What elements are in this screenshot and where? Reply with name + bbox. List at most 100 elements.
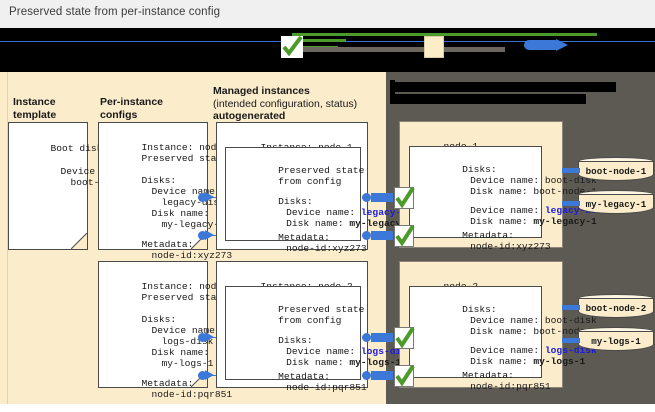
device-name-label: Device name:: [151, 185, 221, 197]
disks-label: Disks:: [462, 303, 497, 315]
metadata-label: Metadata:: [462, 369, 514, 381]
heading-line: Managed instances: [213, 85, 310, 97]
disk-cylinder-boot-node-2[interactable]: boot-node-2: [578, 294, 654, 320]
boot-disk-value: boot-node-1: [533, 185, 597, 197]
metadata-label: Metadata:: [278, 370, 330, 382]
extra-disk-value: my-legacy-1: [533, 215, 597, 227]
metadata-label: Metadata:: [141, 238, 194, 250]
preserved-line-2: from config: [278, 175, 342, 187]
boot-disk-label: Disk name:: [470, 325, 528, 337]
node-details-inner-box: Disks: Device name: boot-disk Disk name:…: [409, 286, 597, 392]
disks-label: Disks:: [462, 163, 497, 175]
preserved-line-1: Preserved state: [278, 164, 365, 176]
note-fold-corner-icon: [71, 233, 87, 249]
heading-line: template: [13, 108, 57, 121]
connector-arrow-icon: [205, 332, 214, 342]
per-instance-config-card-node-1[interactable]: Instance: node-1 Preserved state Disks: …: [98, 122, 234, 261]
device-name-value: legacy-disk: [360, 206, 425, 218]
column-heading-managed-instances: Managed instances (intended configuratio…: [213, 85, 383, 123]
connector-dot: [362, 371, 371, 380]
preserved-state-line: Preserved state: [141, 291, 228, 303]
disk-cylinder-boot-node-1[interactable]: boot-node-1: [578, 157, 654, 183]
device-name-value: boot-disk: [70, 176, 123, 188]
connector-dot: [362, 333, 371, 342]
connector-bar-to-disk: [562, 338, 580, 343]
legend-redacted-text-2: [443, 47, 505, 52]
connector-dot: [198, 371, 207, 380]
preserved-state-inner-box: Preserved state from config Disks: Devic…: [225, 286, 413, 393]
device-name-value: legacy-disk: [161, 196, 225, 208]
disk-name-label: Disk name:: [286, 217, 344, 229]
extra-device-label: Device name:: [470, 344, 540, 356]
disks-label: Disks:: [141, 174, 177, 186]
connector-arrow-icon: [205, 370, 214, 380]
metadata-value: node-id:pqr851: [151, 388, 233, 400]
disk-name-value: my-logs-1: [349, 356, 402, 368]
heading-line: autogenerated: [213, 110, 286, 122]
connector-bar-to-disk: [562, 201, 580, 206]
preserved-line-1: Preserved state: [278, 303, 365, 315]
column-heading-per-instance-configs: Per-instance configs: [100, 96, 205, 121]
window-titlebar: Preserved state from per-instance config: [0, 0, 655, 28]
disk-label: my-logs-1: [591, 336, 641, 347]
managed-instance-box-node-1[interactable]: Instance: node-1 Preserved state from co…: [216, 122, 424, 254]
node-card-node-2[interactable]: node-2 Disks: Device name: boot-disk Dis…: [399, 261, 597, 392]
metadata-label: Metadata:: [278, 231, 330, 243]
cream-box-icon: [424, 36, 444, 58]
green-check-icon: [394, 186, 415, 209]
boot-disk-value: boot-node-2: [533, 325, 597, 337]
device-name-label: Device name:: [286, 206, 356, 218]
column-heading-instance-template: Instance template: [13, 96, 93, 121]
boot-device-value: boot-disk: [544, 314, 597, 326]
connector-arrow-icon: [205, 192, 214, 202]
metadata-label: Metadata:: [141, 377, 194, 389]
page-title: Preserved state from per-instance config: [9, 6, 221, 18]
connector-dot: [198, 333, 207, 342]
heading-line: Per-instance: [100, 96, 164, 108]
boot-disk-title: Boot disk:: [50, 142, 109, 154]
disk-name-value: my-legacy-1: [161, 218, 225, 230]
connector-bar: [371, 231, 393, 240]
disk-cylinder-my-logs-1[interactable]: my-logs-1: [578, 327, 654, 353]
device-name-label: Device name:: [286, 345, 356, 357]
instance-template-card[interactable]: Boot disk: Device name: boot-disk: [8, 122, 130, 250]
metadata-label: Metadata:: [462, 229, 514, 241]
legend-green-line-1: [292, 33, 597, 36]
disks-label: Disks:: [141, 313, 177, 325]
extra-device-value: logs-disk: [544, 344, 597, 356]
heading-line: configs: [100, 108, 138, 121]
connector-bar-to-disk: [562, 168, 580, 173]
disk-name-label: Disk name:: [151, 346, 210, 358]
green-check-icon: [281, 36, 303, 58]
disk-name-value: my-legacy-1: [349, 217, 413, 229]
disk-name-label: Disk name:: [286, 356, 344, 368]
managed-instance-box-node-2[interactable]: Instance: node-2 Preserved state from co…: [216, 261, 413, 393]
connector-dot: [362, 193, 371, 202]
connector-arrow-icon: [205, 230, 214, 240]
heading-line: (intended configuration, status): [213, 97, 358, 110]
metadata-value: node-id:pqr851: [470, 380, 551, 392]
node-card-node-1[interactable]: node-1 Disks: Device name: boot-disk Dis…: [399, 121, 608, 252]
preserved-line-2: from config: [278, 314, 342, 326]
per-instance-config-card-node-2[interactable]: Instance: node-2 Preserved state Disks: …: [98, 261, 234, 400]
disks-label: Disks:: [278, 334, 313, 346]
metadata-value: node-id:xyz273: [151, 249, 233, 261]
device-name-value: logs-disk: [161, 335, 214, 347]
disk-label: boot-node-1: [585, 166, 647, 177]
extra-device-label: Device name:: [470, 204, 540, 216]
disk-cylinder-my-legacy-1[interactable]: my-legacy-1: [578, 190, 654, 216]
extra-disk-value: my-logs-1: [533, 355, 586, 367]
heading-line: Instance: [13, 96, 56, 108]
boot-device-label: Device name:: [470, 174, 540, 186]
extra-device-value: legacy-disk: [544, 204, 609, 216]
node-details-inner-box: Disks: Device name: boot-disk Disk name:…: [409, 146, 608, 252]
metadata-value: node-id:xyz273: [286, 242, 367, 254]
blue-arrow-head-icon: [556, 39, 568, 51]
legend-band-redacted: [0, 28, 655, 72]
right-header-redaction-bar-2: [390, 94, 586, 104]
boot-disk-label: Disk name:: [470, 185, 528, 197]
metadata-value: node-id:pqr851: [286, 381, 367, 393]
connector-dot: [198, 231, 207, 240]
connector-dot: [198, 193, 207, 202]
disks-label: Disks:: [278, 195, 313, 207]
